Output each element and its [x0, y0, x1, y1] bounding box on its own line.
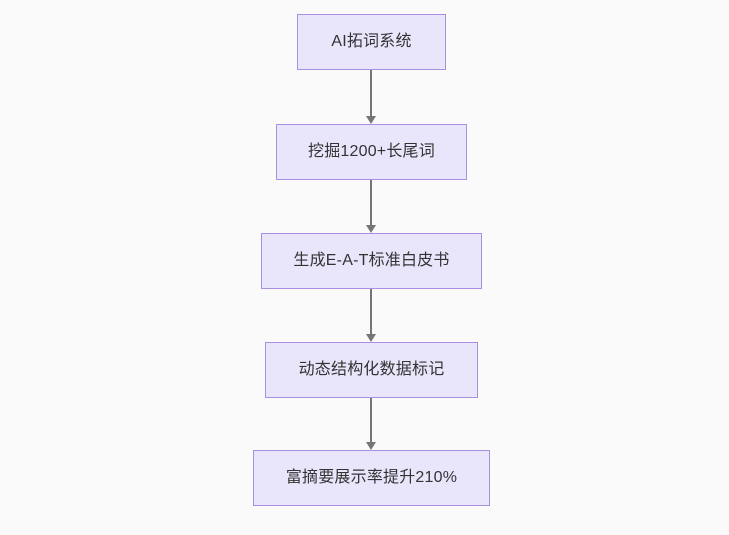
edge-line: [370, 70, 372, 116]
flow-node-label: 挖掘1200+长尾词: [308, 143, 435, 161]
arrowhead-down-icon: [366, 334, 376, 342]
arrowhead-down-icon: [366, 116, 376, 124]
arrowhead-down-icon: [366, 442, 376, 450]
arrowhead-down-icon: [366, 225, 376, 233]
flow-node-label: 动态结构化数据标记: [298, 361, 445, 379]
edge-line: [370, 398, 372, 442]
flow-node-generate-eat-whitepaper[interactable]: 生成E-A-T标准白皮书: [261, 233, 482, 289]
flow-node-label: 富摘要展示率提升210%: [285, 469, 458, 487]
flow-node-ai-keyword-system[interactable]: AI拓词系统: [297, 14, 446, 70]
edge-line: [370, 289, 372, 334]
flow-node-label: 生成E-A-T标准白皮书: [293, 252, 450, 270]
edge-line: [370, 180, 372, 225]
flow-node-label: AI拓词系统: [331, 33, 412, 51]
flow-node-rich-snippet-rate-increase[interactable]: 富摘要展示率提升210%: [253, 450, 490, 506]
flow-node-mine-longtail-keywords[interactable]: 挖掘1200+长尾词: [276, 124, 467, 180]
flow-node-dynamic-structured-data-markup[interactable]: 动态结构化数据标记: [265, 342, 478, 398]
